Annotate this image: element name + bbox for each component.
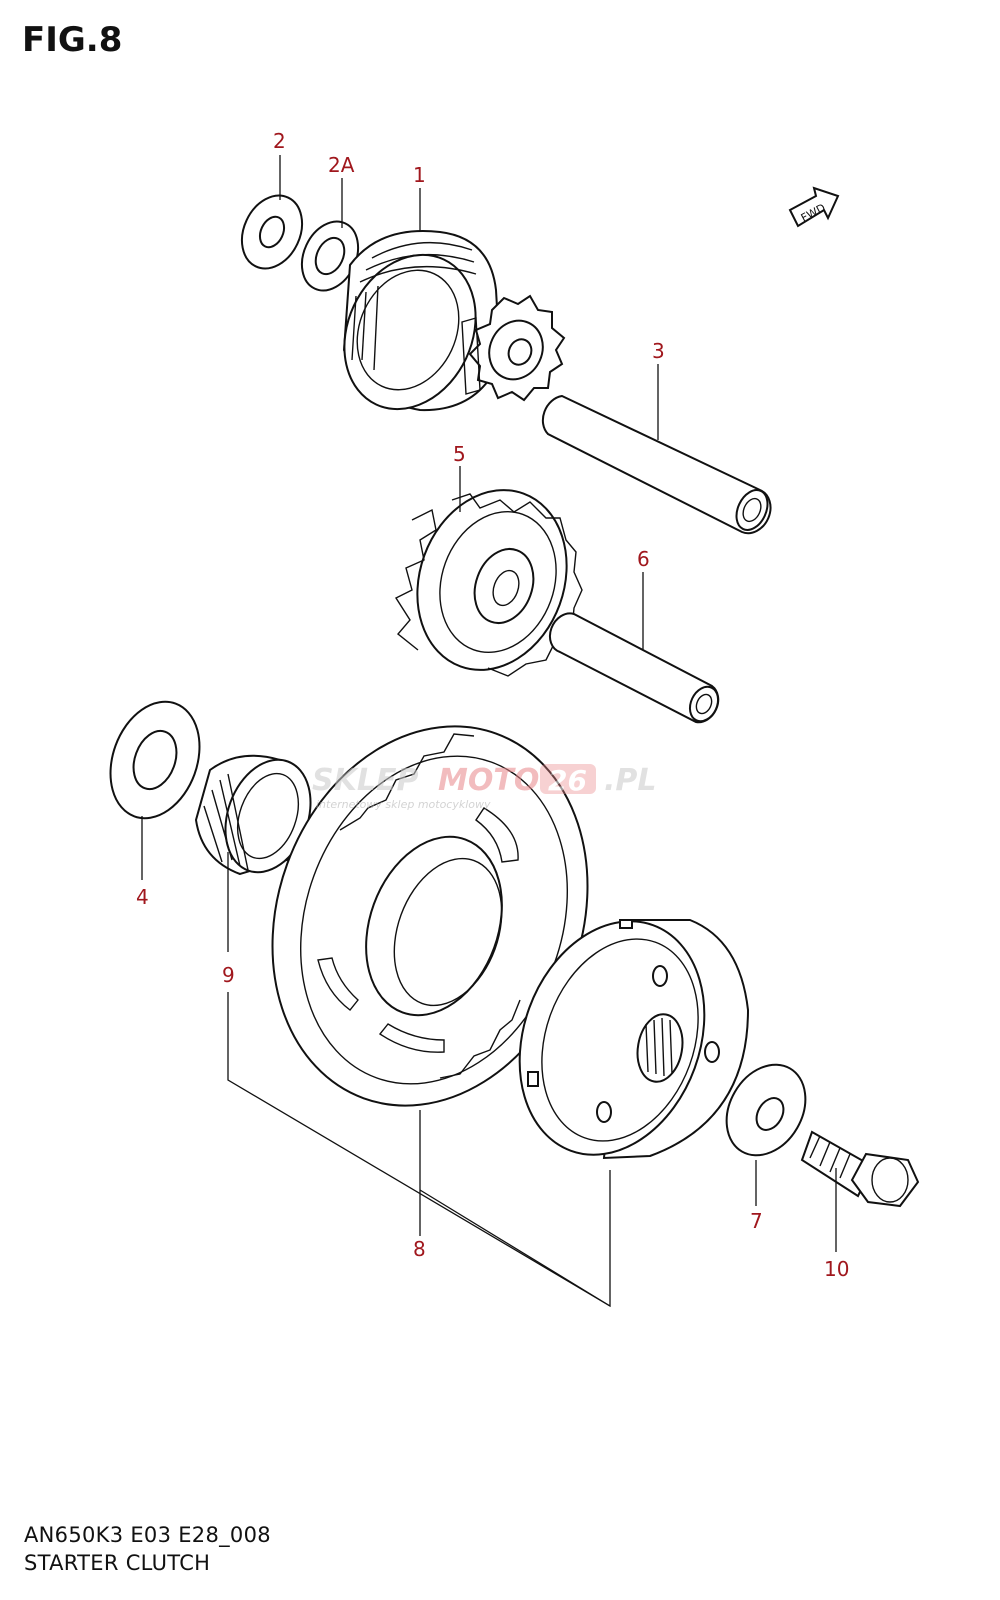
watermark-brand-b: MOTO	[438, 763, 539, 798]
model-code: AN650K3 E03 E28_008	[24, 1523, 271, 1547]
part-4-washer[interactable]	[95, 689, 215, 830]
callout-labels: 2 2A 1 3 5 6 4 9 8 7 10	[136, 129, 849, 1281]
part-7-washer[interactable]	[711, 1050, 821, 1169]
callout-8: 8	[413, 1237, 426, 1261]
callout-5: 5	[453, 442, 466, 466]
callout-9: 9	[222, 963, 235, 987]
part-8-clutch-gear[interactable]	[221, 682, 639, 1151]
callout-2a: 2A	[328, 153, 355, 177]
fwd-direction-arrow: FWD	[788, 186, 840, 228]
watermark-brand-a: SKLEP	[312, 763, 418, 798]
part-3-shaft[interactable]	[541, 394, 774, 535]
part-9-needle-bearing[interactable]	[194, 748, 325, 884]
callout-7: 7	[750, 1209, 763, 1233]
callout-2: 2	[273, 129, 286, 153]
part-2-washer[interactable]	[231, 186, 314, 279]
section-name: STARTER CLUTCH	[24, 1551, 211, 1575]
callout-4: 4	[136, 885, 149, 909]
part-8-clutch-housing[interactable]	[488, 895, 750, 1181]
part-6-shaft[interactable]	[548, 612, 723, 725]
watermark-brand-c: 26	[548, 764, 587, 797]
part-5-idler-gear[interactable]	[393, 469, 591, 691]
watermark: SKLEP MOTO 26 .PL internetowy sklep moto…	[312, 763, 657, 811]
callout-3: 3	[652, 339, 665, 363]
part-10-bolt[interactable]	[800, 1130, 920, 1208]
callout-1: 1	[413, 163, 426, 187]
callout-6: 6	[637, 547, 650, 571]
callout-10: 10	[824, 1257, 849, 1281]
leader-lines	[141, 155, 837, 1308]
watermark-tagline: internetowy sklep motocyklowy	[316, 798, 491, 811]
part-1-clutch-drum[interactable]	[320, 230, 566, 431]
figure-title: FIG.8	[22, 20, 123, 60]
watermark-brand-d: .PL	[604, 763, 657, 798]
